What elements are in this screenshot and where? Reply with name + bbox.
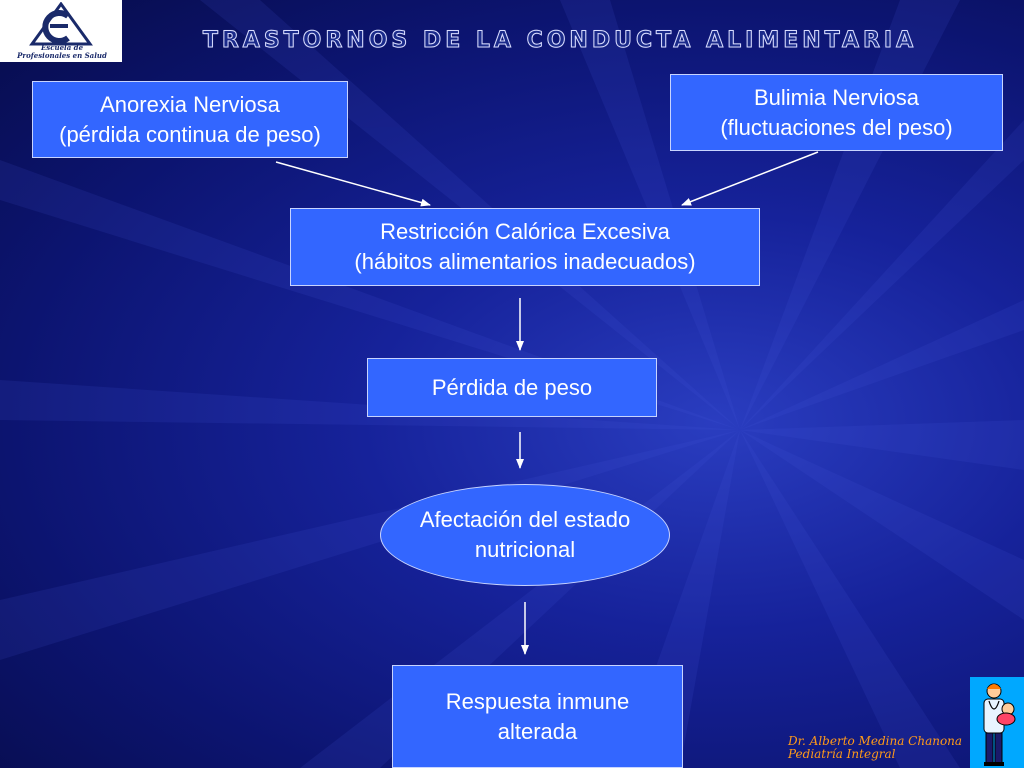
- doctor-clipart: [970, 677, 1024, 768]
- school-logo: Escuela de Profesionales en Salud: [0, 0, 122, 62]
- arrow-anorexia-to-restriccion: [275, 161, 431, 207]
- node-afectacion-estado-nutricional: Afectación del estado nutricional: [380, 484, 670, 586]
- node-restriccion-calorica: Restricción Calórica Excesiva (hábitos a…: [290, 208, 760, 286]
- school-logo-line1: Escuela de: [40, 43, 84, 52]
- node-respuesta-line2: alterada: [497, 718, 578, 744]
- node-bulimia-line2: (fluctuaciones del peso): [720, 114, 953, 140]
- node-perdida-line1: Pérdida de peso: [431, 374, 593, 400]
- school-logo-line2: Profesionales en Salud: [17, 51, 107, 60]
- node-bulimia-line1: Bulimia Nerviosa: [753, 84, 920, 110]
- node-respuesta-inmune: Respuesta inmune alterada: [392, 665, 683, 768]
- node-bulimia-nerviosa: Bulimia Nerviosa (fluctuaciones del peso…: [670, 74, 1003, 151]
- node-afectacion-line1: Afectación del estado: [419, 507, 631, 532]
- footer-author-name: Dr. Alberto Medina Chanona: [788, 734, 963, 748]
- node-perdida-de-peso: Pérdida de peso: [367, 358, 657, 417]
- node-anorexia-line1: Anorexia Nerviosa: [100, 91, 280, 117]
- school-logo-emblem-icon: [29, 2, 93, 46]
- node-respuesta-line1: Respuesta inmune: [445, 688, 630, 714]
- arrow-bulimia-to-restriccion: [681, 151, 819, 206]
- slide-title: TRASTORNOS DE LA CONDUCTA ALIMENTARIA: [202, 28, 918, 54]
- footer-author-subtitle: Pediatría Integral: [788, 747, 896, 761]
- footer-author: Dr. Alberto Medina Chanona Pediatría Int…: [788, 735, 962, 761]
- doctor-with-baby-icon: [983, 683, 1016, 766]
- node-afectacion-line2: nutricional: [474, 537, 576, 562]
- node-anorexia-line2: (pérdida continua de peso): [59, 121, 321, 147]
- node-restriccion-line2: (hábitos alimentarios inadecuados): [354, 249, 696, 274]
- node-restriccion-line1: Restricción Calórica Excesiva: [380, 219, 670, 244]
- node-anorexia-nerviosa: Anorexia Nerviosa (pérdida continua de p…: [32, 81, 348, 158]
- school-logo-text: Escuela de Profesionales en Salud: [6, 44, 118, 60]
